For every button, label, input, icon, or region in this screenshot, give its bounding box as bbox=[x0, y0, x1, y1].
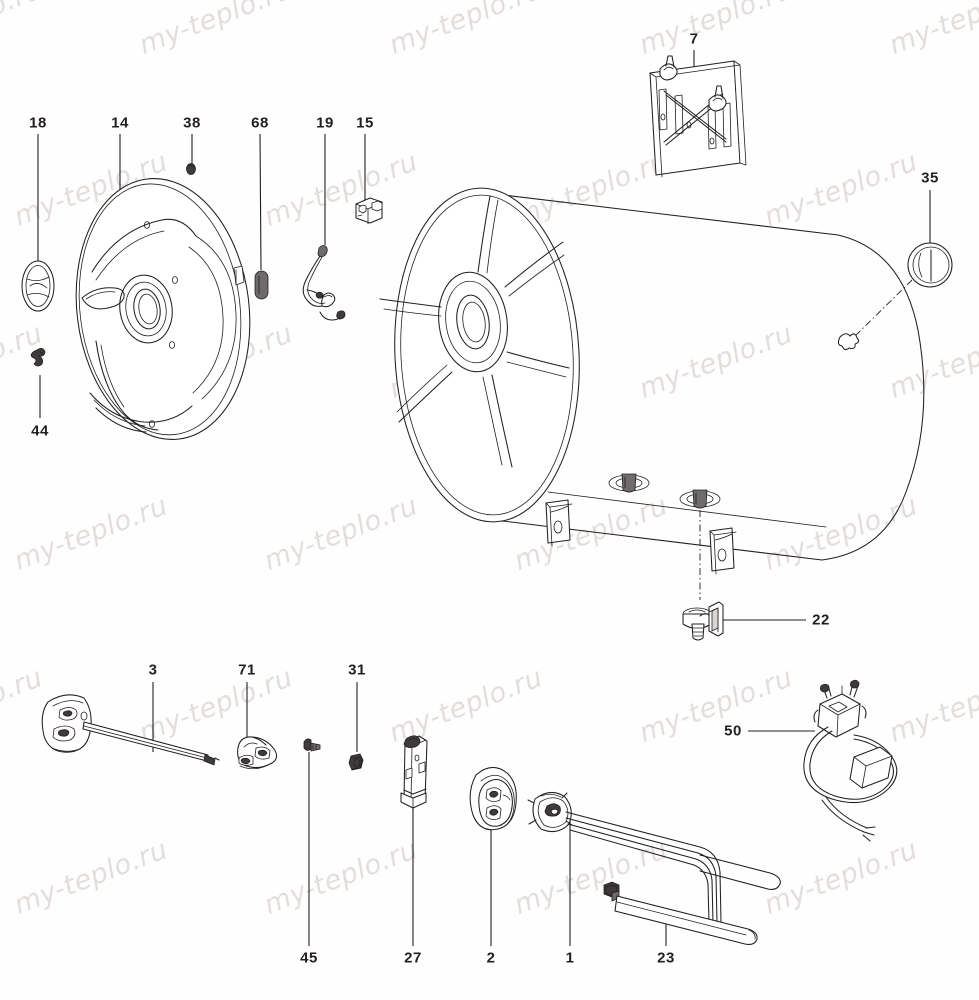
part-19-thermostat-capillary-sensor bbox=[302, 245, 346, 321]
part-18-oval-flange-gasket bbox=[21, 260, 55, 312]
water-tank-body bbox=[394, 187, 925, 561]
part-1-heating-element bbox=[527, 791, 781, 923]
part-27-thermostat-bracket bbox=[400, 735, 428, 809]
callout-screw[interactable]: 45 bbox=[300, 949, 318, 967]
part-35-blind-plug-cap bbox=[837, 242, 953, 351]
tank-flange-spider bbox=[379, 194, 574, 516]
part-14-plastic-end-cover bbox=[75, 178, 251, 440]
tank-mounting-studs bbox=[608, 473, 721, 509]
callout-power-cord-with-plug[interactable]: 50 bbox=[724, 722, 742, 740]
callout-grommet-bush[interactable]: 68 bbox=[251, 114, 269, 132]
part-31-nut bbox=[348, 753, 364, 771]
callout-oval-flange-gasket[interactable]: 18 bbox=[29, 114, 47, 132]
callout-rubber-plug[interactable]: 38 bbox=[183, 114, 201, 132]
callout-thermostat[interactable]: 2 bbox=[486, 949, 496, 967]
callout-plastic-end-cover[interactable]: 14 bbox=[111, 114, 129, 132]
part-44-earth-clip bbox=[30, 348, 46, 367]
callout-cable-clamp[interactable]: 15 bbox=[356, 114, 374, 132]
callout-thermostat-bracket[interactable]: 27 bbox=[404, 949, 422, 967]
part-23-magnesium-anode bbox=[603, 881, 758, 945]
part-45-screw bbox=[303, 738, 321, 752]
leader-lines bbox=[37, 50, 931, 946]
part-68-grommet-bush bbox=[254, 270, 269, 300]
callout-heating-element[interactable]: 1 bbox=[565, 949, 575, 967]
part-7-wall-mounting-bracket bbox=[649, 55, 747, 178]
callout-earth-clip[interactable]: 44 bbox=[31, 422, 49, 440]
callout-anode-rod-with-flange[interactable]: 3 bbox=[148, 661, 158, 679]
part-3-anode-rod-with-flange bbox=[41, 694, 220, 766]
tank-wall-brackets bbox=[545, 499, 737, 575]
part-71-mounting-clip bbox=[237, 736, 278, 770]
part-50-power-cord-with-plug bbox=[803, 679, 898, 842]
callout-wall-mounting-bracket[interactable]: 7 bbox=[689, 30, 699, 48]
part-2-thermostat bbox=[469, 766, 517, 831]
part-38-rubber-plug bbox=[186, 163, 196, 175]
callout-mounting-clip[interactable]: 71 bbox=[238, 661, 256, 679]
part-22-safety-relief-valve bbox=[682, 510, 724, 641]
callout-magnesium-anode[interactable]: 23 bbox=[657, 949, 675, 967]
callout-nut[interactable]: 31 bbox=[348, 661, 366, 679]
callout-safety-relief-valve[interactable]: 22 bbox=[812, 611, 830, 629]
part-15-cable-clamp bbox=[355, 197, 383, 225]
callout-thermostat-capillary-sensor[interactable]: 19 bbox=[316, 114, 334, 132]
callout-blind-plug-cap[interactable]: 35 bbox=[921, 169, 939, 187]
